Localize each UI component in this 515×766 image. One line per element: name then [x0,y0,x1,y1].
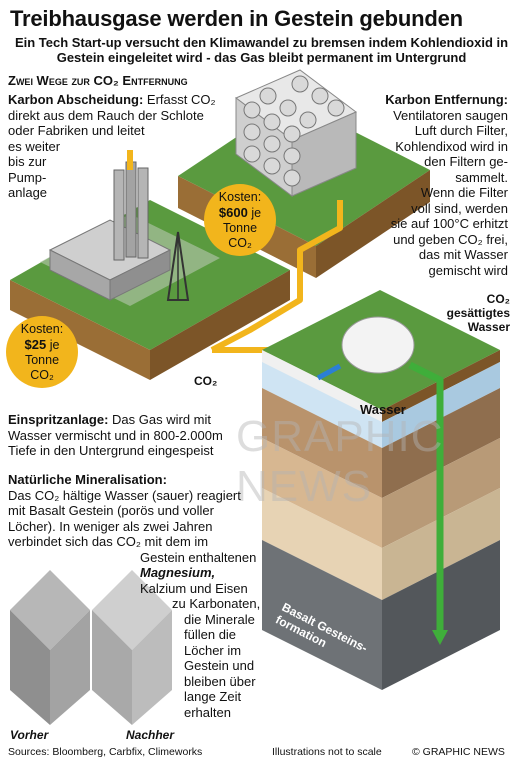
removal-text: Karbon Entfernung: Ventilatoren saugen L… [385,92,508,278]
direct-air-capture-platform [178,69,430,278]
after-label: Nachher [126,728,175,742]
injection-text: Einspritzanlage: Das Gas wird mit Wasser… [8,412,223,458]
footer-sources: Sources: Bloomberg, Carbfix, Climeworks [8,746,203,758]
footer-note: Illustrations not to scale [272,746,382,758]
capture-text: Karbon Abscheidung: Erfasst CO₂ direkt a… [8,92,216,200]
watermark: GRAPHIC NEWS [236,412,444,511]
co2-label: CO₂ [194,374,218,388]
rock-samples [10,570,172,725]
saturated-water-label: CO₂ gesättigtes Wasser [446,292,510,334]
injection-column [262,290,500,690]
footer-credit: © GRAPHIC NEWS [412,746,505,758]
section-title: Zwei Wege zur CO₂ Entfernung [8,73,188,88]
water-label: Wasser [360,402,406,417]
page-subtitle: Ein Tech Start-up versucht den Klimawand… [14,35,509,65]
cost-badge-600: Kosten: $600 je Tonne CO₂ [204,184,276,256]
page-title: Treibhausgase werden in Gestein gebunden [10,6,463,31]
cost-badge-25: Kosten: $25 je Tonne CO₂ [6,316,78,388]
mineralisation-text: Natürliche Mineralisation: Das CO₂ hälti… [8,472,261,720]
before-label: Vorher [10,728,49,742]
